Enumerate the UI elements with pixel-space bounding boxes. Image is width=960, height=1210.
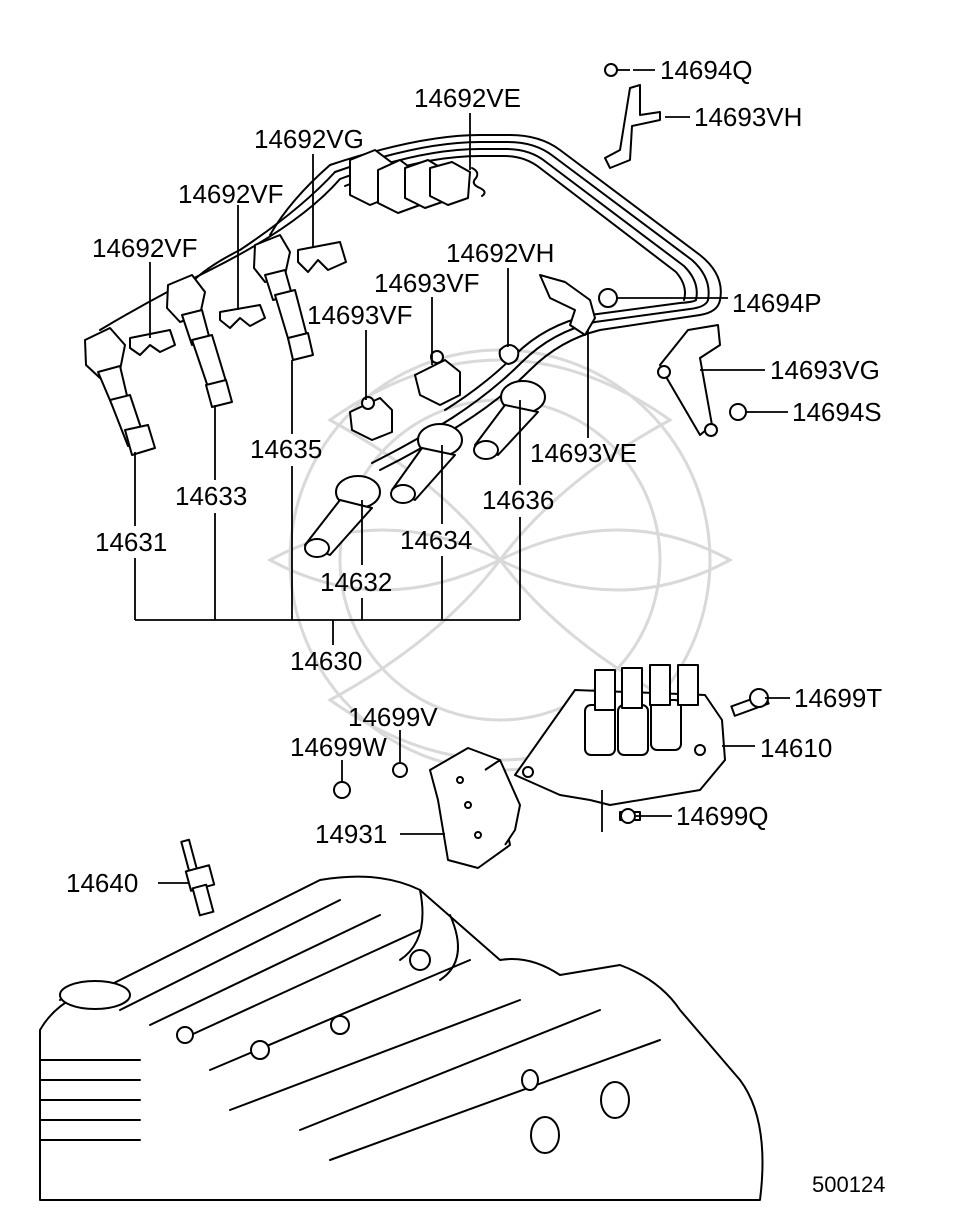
label-14931: 14931	[315, 819, 387, 849]
ignition-coil-14610	[514, 664, 726, 806]
label-14633: 14633	[175, 481, 247, 511]
clamp-14692VE	[471, 167, 486, 197]
label-14692VH: 14692VH	[446, 238, 554, 268]
label-14699W: 14699W	[290, 732, 387, 762]
bracket-14693VH	[604, 84, 661, 169]
clamp-14692VG	[297, 241, 347, 273]
label-14635: 14635	[250, 434, 322, 464]
label-14636: 14636	[482, 485, 554, 515]
bolt-14699Q	[619, 808, 641, 824]
bracket-14693VG	[657, 324, 721, 437]
nut-14694P	[598, 288, 618, 308]
label-14694Q: 14694Q	[660, 55, 753, 85]
bracket-14693VF-b	[349, 396, 393, 441]
bracket-14693VE	[539, 274, 596, 336]
label-14699Q: 14699Q	[676, 801, 769, 831]
bolt-14699T	[730, 688, 770, 717]
label-14692VF-b: 14692VF	[178, 179, 284, 209]
label-14694P: 14694P	[732, 288, 822, 318]
leader-lines	[134, 69, 790, 884]
clamp-14692VF-a	[129, 329, 176, 356]
label-14699T: 14699T	[794, 683, 882, 713]
spark-plug-14640	[180, 838, 216, 917]
label-14640: 14640	[66, 868, 138, 898]
bracket-14693VF-a	[414, 350, 461, 406]
diagram-reference-number: 500124	[812, 1172, 885, 1197]
plug-cable-14636	[473, 380, 546, 460]
part-labels: 14694Q 14693VH 14692VE 14692VG 14692VF 1…	[66, 55, 885, 1197]
label-14634: 14634	[400, 525, 472, 555]
bolt-14694Q	[604, 63, 630, 77]
label-14693VG: 14693VG	[770, 355, 880, 385]
plug-cable-14635	[253, 234, 314, 361]
label-14693VE: 14693VE	[530, 438, 637, 468]
label-14693VH: 14693VH	[694, 102, 802, 132]
label-14610: 14610	[760, 733, 832, 763]
screw-14699W	[333, 781, 351, 799]
bolt-14694S	[729, 403, 758, 421]
label-14631: 14631	[95, 527, 167, 557]
engine-block	[39, 875, 764, 1201]
label-14693VF-a: 14693VF	[374, 268, 480, 298]
clamp-14692VF-b	[219, 304, 266, 329]
plug-cable-14633	[166, 274, 233, 408]
label-14632: 14632	[320, 567, 392, 597]
label-14699V: 14699V	[348, 702, 438, 732]
plug-cable-14634	[390, 423, 463, 504]
plug-cable-14631	[84, 327, 156, 456]
label-14694S: 14694S	[792, 397, 882, 427]
label-14692VF-a: 14692VF	[92, 233, 198, 263]
label-14692VE: 14692VE	[414, 83, 521, 113]
label-14693VF-b: 14693VF	[307, 300, 413, 330]
label-14630: 14630	[290, 646, 362, 676]
screw-14699V	[392, 762, 408, 778]
clamp-14692VH	[498, 344, 520, 365]
plug-cable-14632	[304, 475, 381, 558]
label-14692VG: 14692VG	[254, 124, 364, 154]
igniter-module-14931	[429, 747, 521, 869]
